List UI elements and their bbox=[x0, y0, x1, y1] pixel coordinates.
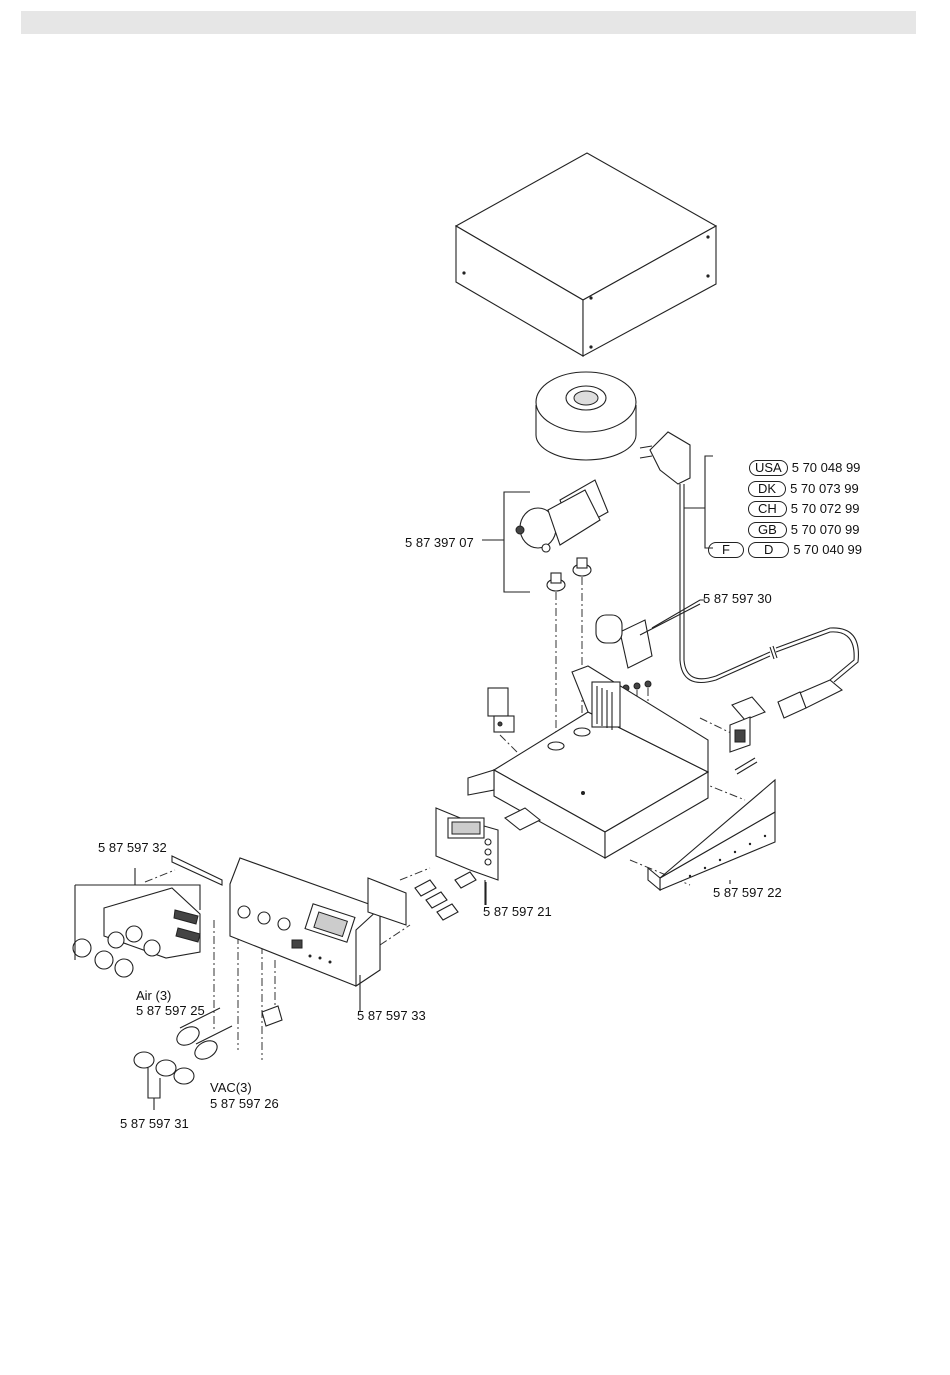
cord-usa-row: USA 5 70 048 99 bbox=[749, 460, 860, 476]
air-hose-part-number: 5 87 597 25 bbox=[136, 1003, 205, 1018]
relay bbox=[488, 688, 514, 732]
front-panel-part-number: 5 87 597 33 bbox=[357, 1008, 426, 1023]
pump-part-number: 5 87 397 07 bbox=[405, 535, 474, 550]
cord-ch-part-number: 5 70 072 99 bbox=[791, 501, 860, 516]
cord-usa-part-number: 5 70 048 99 bbox=[792, 460, 861, 475]
side-panel-part-number: 5 87 597 22 bbox=[713, 885, 782, 900]
valve bbox=[596, 600, 705, 691]
air-hose-label: Air (3) bbox=[136, 988, 171, 1003]
pcb-part-number: 5 87 597 21 bbox=[483, 904, 552, 919]
quick-coupling-part-number: 5 87 597 31 bbox=[120, 1116, 189, 1131]
vac-hose-label: VAC(3) bbox=[210, 1080, 252, 1095]
cord-fd-part-number: 5 70 040 99 bbox=[793, 542, 862, 557]
cord-dk-row: DK 5 70 073 99 bbox=[748, 481, 859, 497]
pump bbox=[482, 480, 608, 592]
front-panel bbox=[230, 858, 406, 986]
top-cover bbox=[456, 153, 716, 356]
screws bbox=[415, 872, 476, 920]
valve-part-number: 5 87 597 30 bbox=[703, 591, 772, 606]
power-socket bbox=[730, 697, 765, 774]
connector-plate-part-number: 5 87 597 32 bbox=[98, 840, 167, 855]
country-dk: DK bbox=[748, 481, 786, 497]
country-gb: GB bbox=[748, 522, 787, 538]
country-usa: USA bbox=[749, 460, 788, 476]
cord-gb-row: GB 5 70 070 99 bbox=[748, 522, 859, 538]
country-d: D bbox=[748, 542, 789, 558]
cord-dk-part-number: 5 70 073 99 bbox=[790, 481, 859, 496]
country-ch: CH bbox=[748, 501, 787, 517]
connector-plate bbox=[73, 856, 222, 977]
pcb-board bbox=[436, 808, 498, 905]
cord-ch-row: CH 5 70 072 99 bbox=[748, 501, 859, 517]
transformer bbox=[536, 372, 636, 460]
cord-gb-part-number: 5 70 070 99 bbox=[791, 522, 860, 537]
vac-hose-part-number: 5 87 597 26 bbox=[210, 1096, 279, 1111]
country-f: F bbox=[708, 542, 744, 558]
quick-couplings bbox=[134, 1052, 194, 1110]
